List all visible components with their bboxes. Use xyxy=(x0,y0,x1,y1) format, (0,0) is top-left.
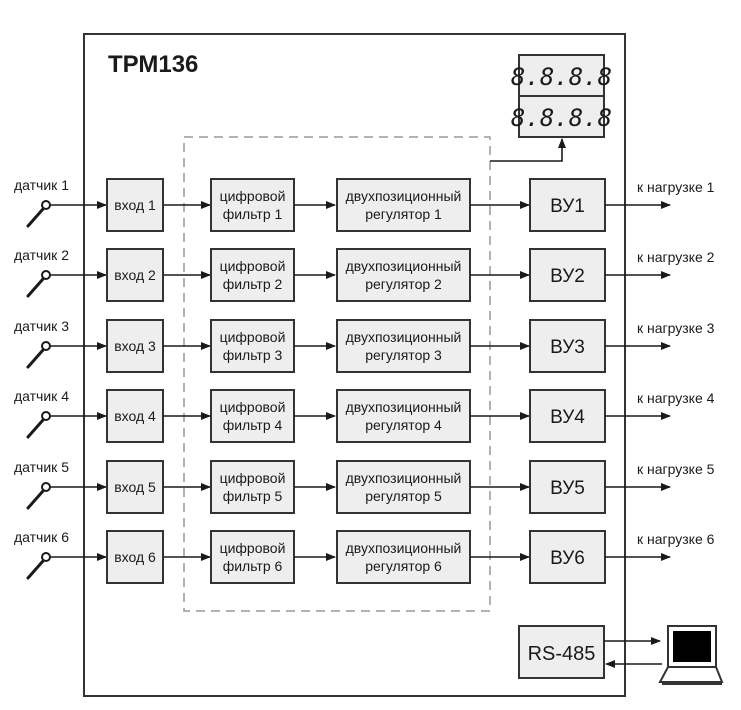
output-device-block xyxy=(529,530,606,584)
sensor-probe-icon xyxy=(26,270,51,298)
regulator-block xyxy=(336,319,471,373)
device-title: ТРМ136 xyxy=(108,51,198,78)
load-label: к нагрузке 4 xyxy=(637,390,715,406)
input-label: вход 1 xyxy=(114,197,156,213)
regulator-label-line1: двухпозиционный xyxy=(346,258,462,274)
sensor-label: датчик 2 xyxy=(14,247,69,263)
sensor-label: датчик 1 xyxy=(14,177,69,193)
sensor-label: датчик 3 xyxy=(14,318,69,334)
display-top-value: 8.8.8.8 xyxy=(511,63,612,91)
sensor-probe-icon xyxy=(26,552,51,580)
load-label: к нагрузке 6 xyxy=(637,531,715,547)
output-device-label: ВУ2 xyxy=(550,266,585,287)
input-block xyxy=(106,530,164,584)
channel-row-1: датчик 1 вход 1 цифровой фильтр 1 двухпозици… xyxy=(14,177,715,232)
input-label: вход 3 xyxy=(114,338,156,354)
regulator-label-line1: двухпозиционный xyxy=(346,399,462,415)
output-device-label: ВУ6 xyxy=(550,548,585,569)
output-device-label: ВУ3 xyxy=(550,337,585,358)
sensor-label: датчик 4 xyxy=(14,388,69,404)
load-label: к нагрузке 1 xyxy=(637,179,715,195)
sensor-label: датчик 6 xyxy=(14,529,69,545)
filter-label-line1: цифровой xyxy=(220,399,286,415)
load-label: к нагрузке 3 xyxy=(637,320,715,336)
regulator-block xyxy=(336,248,471,302)
regulator-label-line2: регулятор 3 xyxy=(365,347,442,363)
sensor-probe-icon xyxy=(26,341,51,369)
processing-group xyxy=(183,136,491,612)
filter-block xyxy=(210,460,295,514)
filter-block xyxy=(210,178,295,232)
device-frame xyxy=(83,33,626,697)
output-device-block xyxy=(529,389,606,443)
rs485-label: RS-485 xyxy=(528,643,596,665)
filter-label-line2: фильтр 6 xyxy=(223,558,283,574)
regulator-label-line1: двухпозиционный xyxy=(346,470,462,486)
regulator-label-line2: регулятор 6 xyxy=(365,558,442,574)
output-device-label: ВУ5 xyxy=(550,478,585,499)
channel-row-2: датчик 2 вход 2 цифровой фильтр 2 двухпозици… xyxy=(14,247,715,302)
filter-label-line2: фильтр 5 xyxy=(223,488,283,504)
sensor-probe-icon xyxy=(26,200,51,228)
regulator-label-line1: двухпозиционный xyxy=(346,329,462,345)
laptop-icon xyxy=(658,625,724,685)
channel-row-5: датчик 5 вход 5 цифровой фильтр 5 двухпозици… xyxy=(14,459,715,514)
sensor-probe-icon xyxy=(26,482,51,510)
filter-label-line2: фильтр 3 xyxy=(223,347,283,363)
rs485-block xyxy=(518,625,605,679)
regulator-block xyxy=(336,178,471,232)
regulator-block xyxy=(336,460,471,514)
channel-rows: датчик 1 вход 1 цифровой фильтр 1 двухпозици… xyxy=(14,177,715,584)
filter-block xyxy=(210,319,295,373)
regulator-label-line1: двухпозиционный xyxy=(346,188,462,204)
channel-row-4: датчик 4 вход 4 цифровой фильтр 4 двухпозици… xyxy=(14,388,715,443)
sensor-probe-icon xyxy=(26,411,51,439)
filter-block xyxy=(210,248,295,302)
regulator-block xyxy=(336,389,471,443)
channel-row-3: датчик 3 вход 3 цифровой фильтр 3 двухпозици… xyxy=(14,318,715,373)
output-device-label: ВУ4 xyxy=(550,407,585,428)
output-device-block xyxy=(529,319,606,373)
regulator-label-line2: регулятор 5 xyxy=(365,488,442,504)
filter-label-line1: цифровой xyxy=(220,540,286,556)
load-label: к нагрузке 5 xyxy=(637,461,715,477)
filter-label-line2: фильтр 1 xyxy=(223,206,283,222)
input-label: вход 6 xyxy=(114,549,156,565)
filter-label-line1: цифровой xyxy=(220,470,286,486)
load-label: к нагрузке 2 xyxy=(637,249,715,265)
input-label: вход 4 xyxy=(114,408,156,424)
filter-block xyxy=(210,389,295,443)
filter-label-line1: цифровой xyxy=(220,188,286,204)
input-label: вход 2 xyxy=(114,267,156,283)
input-block xyxy=(106,319,164,373)
regulator-label-line2: регулятор 2 xyxy=(365,276,442,292)
channel-row-6: датчик 6 вход 6 цифровой фильтр 6 двухпозици… xyxy=(14,529,715,584)
input-label: вход 5 xyxy=(114,479,156,495)
filter-block xyxy=(210,530,295,584)
filter-label-line1: цифровой xyxy=(220,258,286,274)
filter-label-line1: цифровой xyxy=(220,329,286,345)
display-bottom-value: 8.8.8.8 xyxy=(511,104,612,132)
display-link-arrow xyxy=(490,138,566,162)
regulator-label-line2: регулятор 4 xyxy=(365,417,442,433)
output-device-label: ВУ1 xyxy=(550,196,585,217)
output-device-block xyxy=(529,178,606,232)
indicator-display: 8.8.8.8 8.8.8.8 xyxy=(511,54,612,138)
regulator-label-line2: регулятор 1 xyxy=(365,206,442,222)
sensor-label: датчик 5 xyxy=(14,459,69,475)
input-block xyxy=(106,460,164,514)
regulator-label-line1: двухпозиционный xyxy=(346,540,462,556)
regulator-block xyxy=(336,530,471,584)
filter-label-line2: фильтр 4 xyxy=(223,417,283,433)
filter-label-line2: фильтр 2 xyxy=(223,276,283,292)
